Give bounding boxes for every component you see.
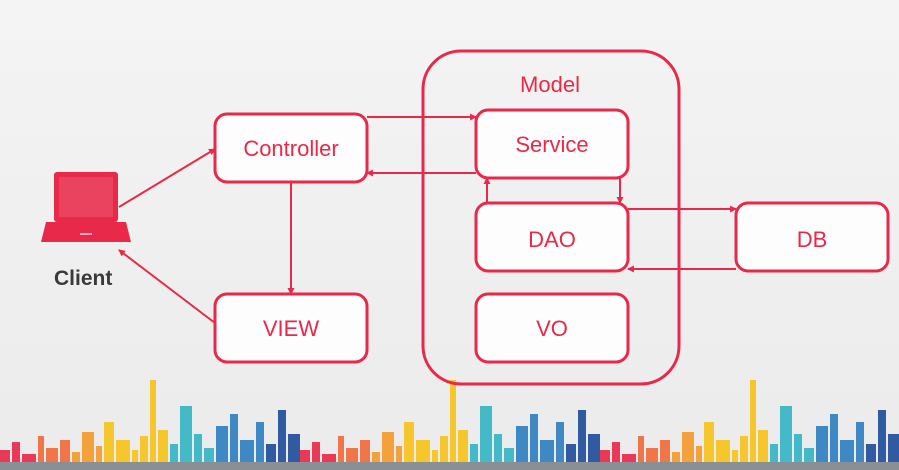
skyline-building <box>794 434 802 470</box>
service-box[interactable] <box>474 108 630 180</box>
db-label: DB <box>796 227 828 252</box>
skyline-building <box>338 436 344 470</box>
skyline-building <box>750 380 756 470</box>
skyline-building <box>288 434 300 470</box>
skyline-building <box>96 446 102 470</box>
skyline-building <box>458 430 468 470</box>
vo-label: VO <box>536 316 568 341</box>
skyline-building <box>696 446 702 470</box>
skyline-building <box>158 430 168 470</box>
skyline-building <box>672 452 680 470</box>
dao-box[interactable] <box>474 201 630 273</box>
skyline-building <box>480 406 492 470</box>
skyline-building <box>140 436 148 470</box>
skyline-building <box>300 450 310 470</box>
skyline-building <box>450 380 456 470</box>
skyline-building <box>396 446 402 470</box>
skyline-building <box>816 426 828 470</box>
vo-box[interactable] <box>474 292 630 364</box>
skyline-building <box>440 436 448 470</box>
db-box[interactable] <box>734 201 890 273</box>
skyline-building <box>278 410 286 470</box>
skyline-building <box>104 422 114 470</box>
city-skyline <box>0 380 899 470</box>
laptop-icon[interactable] <box>41 172 131 242</box>
skyline-building <box>770 444 778 470</box>
skyline-building <box>132 450 138 470</box>
edge-view-client <box>118 249 216 324</box>
controller-label: Controller <box>243 136 339 161</box>
skyline-building <box>504 448 514 470</box>
skyline-building <box>230 414 238 470</box>
skyline-building <box>660 440 670 470</box>
skyline-building <box>588 434 600 470</box>
skyline-building <box>878 410 886 470</box>
skyline-building <box>638 436 644 470</box>
skyline-building <box>266 444 276 470</box>
skyline-building <box>194 434 202 470</box>
skyline-building <box>170 444 178 470</box>
skyline-building <box>758 430 768 470</box>
skyline-building <box>856 422 864 470</box>
skyline-building <box>180 406 192 470</box>
skyline-building <box>256 422 264 470</box>
skyline-building <box>600 450 610 470</box>
skyline-ground <box>0 462 899 470</box>
skyline-building <box>578 410 586 470</box>
edge-client-controller <box>118 148 216 208</box>
skyline-building <box>432 450 438 470</box>
skyline-building <box>82 432 94 470</box>
service-label: Service <box>515 132 589 157</box>
skyline-building <box>780 406 792 470</box>
client-label: Client <box>54 267 113 290</box>
skyline-building <box>866 444 876 470</box>
view-label: VIEW <box>262 316 320 341</box>
skyline-building <box>372 452 380 470</box>
skyline-building <box>530 414 538 470</box>
skyline-building <box>732 450 738 470</box>
skyline-building <box>516 426 528 470</box>
skyline-building <box>556 422 564 470</box>
skyline-building <box>60 440 70 470</box>
skyline-building <box>216 426 228 470</box>
skyline-building <box>888 434 899 470</box>
skyline-building <box>494 434 502 470</box>
skyline-building <box>12 442 20 470</box>
skyline-building <box>204 448 214 470</box>
model-container <box>421 49 681 386</box>
skyline-building <box>312 442 320 470</box>
model-label: Model <box>520 72 580 97</box>
skyline-building <box>470 444 478 470</box>
skyline-building <box>704 422 714 470</box>
skyline-building <box>150 380 156 470</box>
skyline-building <box>612 442 620 470</box>
skyline-building <box>404 422 414 470</box>
dao-label: DAO <box>528 227 576 252</box>
skyline-building <box>566 444 576 470</box>
skyline-building <box>830 414 838 470</box>
skyline-building <box>804 448 814 470</box>
skyline-building <box>0 450 10 470</box>
skyline-building <box>360 440 370 470</box>
skyline-building <box>682 432 694 470</box>
skyline-building <box>382 432 394 470</box>
skyline-building <box>72 452 80 470</box>
skyline-building <box>740 436 748 470</box>
skyline-building <box>38 436 44 470</box>
